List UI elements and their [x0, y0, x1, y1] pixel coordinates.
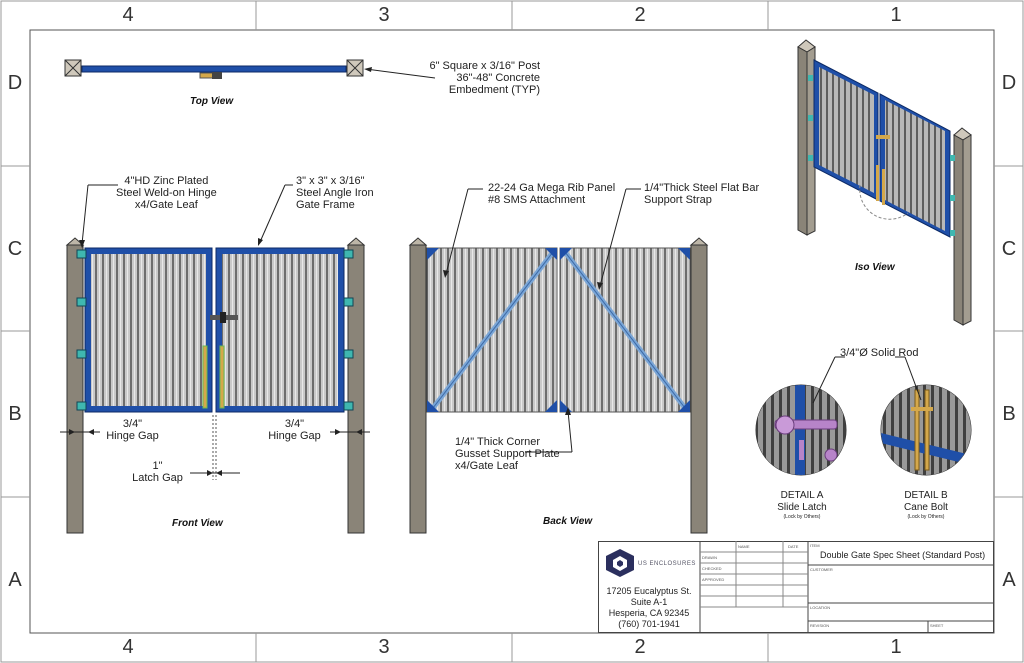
row-drawn-label: DRAWN	[702, 555, 717, 560]
post-callout-line3: Embedment (TYP)	[448, 84, 540, 96]
address-line1: 17205 Eucalyptus St.	[606, 586, 692, 596]
panel-leader	[443, 188, 483, 278]
zone-col-1-top: 1	[890, 4, 902, 26]
hinge-callout: 4"HD Zinc Plated Steel Weld-on Hinge x4/…	[116, 175, 217, 211]
sheet-label: SHEET	[930, 623, 944, 628]
zone-row-c-left: C	[7, 238, 23, 260]
detail-b-note: (Lock by Others)	[907, 514, 945, 520]
zone-col-3-top: 3	[378, 4, 390, 26]
detail-b-name: Cane Bolt	[904, 502, 948, 513]
col-date-label: DATE	[788, 544, 799, 549]
post-callout-line1: 6" Square x 3/16" Post	[429, 60, 540, 72]
revision-label: REVISION	[810, 623, 830, 628]
front-view-label: Front View	[172, 518, 223, 529]
item-value: Double Gate Spec Sheet (Standard Post)	[820, 550, 986, 560]
panel-callout-line1: 22-24 Ga Mega Rib Panel	[488, 182, 616, 194]
frame-callout-line3: Gate Frame	[296, 199, 355, 211]
details-drawing	[755, 356, 972, 476]
zone-col-1-bottom: 1	[890, 636, 902, 658]
zone-row-d-left: D	[7, 72, 23, 94]
hinge-gap-right: 3/4" Hinge Gap	[262, 418, 327, 442]
address-line2: Suite A-1	[630, 597, 668, 607]
back-view-drawing	[408, 237, 709, 534]
panel-callout: 22-24 Ga Mega Rib Panel #8 SMS Attachmen…	[488, 182, 615, 206]
address-line3: Hesperia, CA 92345	[608, 608, 690, 618]
row-checked-label: CHECKED	[702, 566, 722, 571]
zone-col-4-bottom: 4	[122, 636, 134, 658]
iso-view-drawing	[797, 39, 972, 326]
zone-row-a-right: A	[1002, 569, 1016, 591]
gusset-callout-line1: 1/4" Thick Corner	[455, 436, 541, 448]
strap-callout-line2: Support Strap	[644, 194, 712, 206]
frame-callout-line2: Steel Angle Iron	[296, 187, 374, 199]
detail-b-title: DETAIL B	[904, 490, 948, 501]
hinge-gap-left: 3/4" Hinge Gap	[100, 418, 165, 442]
top-view-drawing	[64, 59, 364, 79]
gusset-callout-line2: Gusset Support Plate	[455, 448, 560, 460]
hinge-callout-line3: x4/Gate Leaf	[134, 199, 198, 211]
zone-row-d-right: D	[1001, 72, 1017, 94]
company-logo	[606, 549, 634, 577]
strap-leader	[597, 188, 641, 290]
item-label: ITEM	[810, 543, 820, 548]
zone-col-2-bottom: 2	[634, 636, 646, 658]
post-callout: 6" Square x 3/16" Post 36"-48" Concrete …	[420, 60, 540, 96]
strap-callout: 1/4"Thick Steel Flat Bar Support Strap	[644, 182, 759, 206]
zone-row-c-right: C	[1001, 238, 1017, 260]
strap-callout-line1: 1/4"Thick Steel Flat Bar	[644, 182, 760, 194]
detail-a-note: (Lock by Others)	[783, 514, 821, 520]
rod-callout: 3/4"Ø Solid Rod	[840, 347, 919, 359]
frame-leader	[258, 184, 293, 246]
frame-callout: 3" x 3" x 3/16" Steel Angle Iron Gate Fr…	[296, 175, 374, 211]
post-callout-line2: 36"-48" Concrete	[456, 72, 540, 84]
zone-row-b-left: B	[8, 403, 22, 425]
zone-row-a-left: A	[8, 569, 22, 591]
company-name: US ENCLOSURES	[638, 561, 696, 567]
hinge-gap-right-value: 3/4"	[284, 418, 305, 430]
hinge-callout-line1: 4"HD Zinc Plated	[124, 175, 209, 187]
panel-callout-line2: #8 SMS Attachment	[488, 194, 586, 206]
company-address: 17205 Eucalyptus St. Suite A-1 Hesperia,…	[600, 586, 698, 630]
iso-view-label: Iso View	[855, 262, 895, 273]
latch-gap-value: 1"	[152, 460, 163, 472]
back-view-label: Back View	[543, 516, 593, 527]
top-view-label: Top View	[190, 96, 234, 107]
address-phone: (760) 701-1941	[618, 619, 680, 629]
post-leader	[364, 67, 436, 79]
col-name-label: NAME	[738, 544, 750, 549]
hinge-callout-line2: Steel Weld-on Hinge	[116, 187, 217, 199]
latch-gap-label: Latch Gap	[132, 472, 183, 484]
detail-a-name: Slide Latch	[777, 502, 827, 513]
gusset-callout: 1/4" Thick Corner Gusset Support Plate x…	[455, 436, 560, 472]
gusset-callout-line3: x4/Gate Leaf	[455, 460, 518, 472]
title-block-grid	[598, 541, 994, 633]
zone-row-b-right: B	[1002, 403, 1016, 425]
customer-label: CUSTOMER	[810, 567, 833, 572]
hinge-gap-left-value: 3/4"	[122, 418, 143, 430]
zone-col-4-top: 4	[122, 4, 134, 26]
hinge-leader	[79, 184, 118, 248]
detail-a-caption: DETAIL A Slide Latch (Lock by Others)	[760, 490, 844, 521]
latch-gap: 1" Latch Gap	[125, 460, 190, 484]
detail-b-caption: DETAIL B Cane Bolt (Lock by Others)	[884, 490, 968, 521]
row-approved-label: APPROVED	[702, 577, 725, 582]
zone-col-2-top: 2	[634, 4, 646, 26]
frame-callout-line1: 3" x 3" x 3/16"	[296, 175, 365, 187]
front-view-drawing	[60, 237, 370, 534]
hinge-gap-right-label: Hinge Gap	[268, 430, 321, 442]
gusset-leader	[525, 407, 573, 453]
hinge-gap-left-label: Hinge Gap	[106, 430, 159, 442]
zone-col-3-bottom: 3	[378, 636, 390, 658]
detail-a-title: DETAIL A	[780, 490, 824, 501]
location-label: LOCATION	[810, 605, 831, 610]
